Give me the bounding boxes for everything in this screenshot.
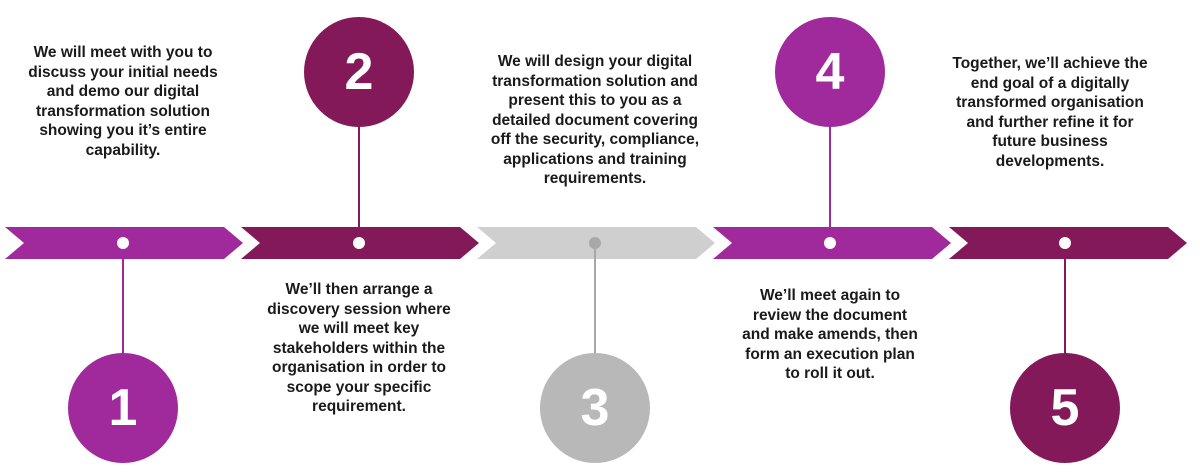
step-number-4: 4 [775,17,885,127]
step-number-3: 3 [540,353,650,463]
step-number-2: 2 [304,17,414,127]
timeline-dot-2 [353,237,365,249]
step-number-1: 1 [68,353,178,463]
step-description-2: We’ll then arrange a discovery session w… [267,281,451,415]
step-description-3: We will design your digital transformati… [490,53,700,187]
timeline-dot-5 [1059,237,1071,249]
step-number-5: 5 [1010,353,1120,463]
step-description-4: We’ll meet again to review the document … [742,287,918,382]
step-description-1: We will meet with you to discuss your in… [28,44,218,159]
step-description-5: Together, we’ll achieve the end goal of … [952,55,1148,170]
timeline-dot-4 [824,237,836,249]
timeline-dot-3 [589,237,601,249]
timeline-dot-1 [117,237,129,249]
